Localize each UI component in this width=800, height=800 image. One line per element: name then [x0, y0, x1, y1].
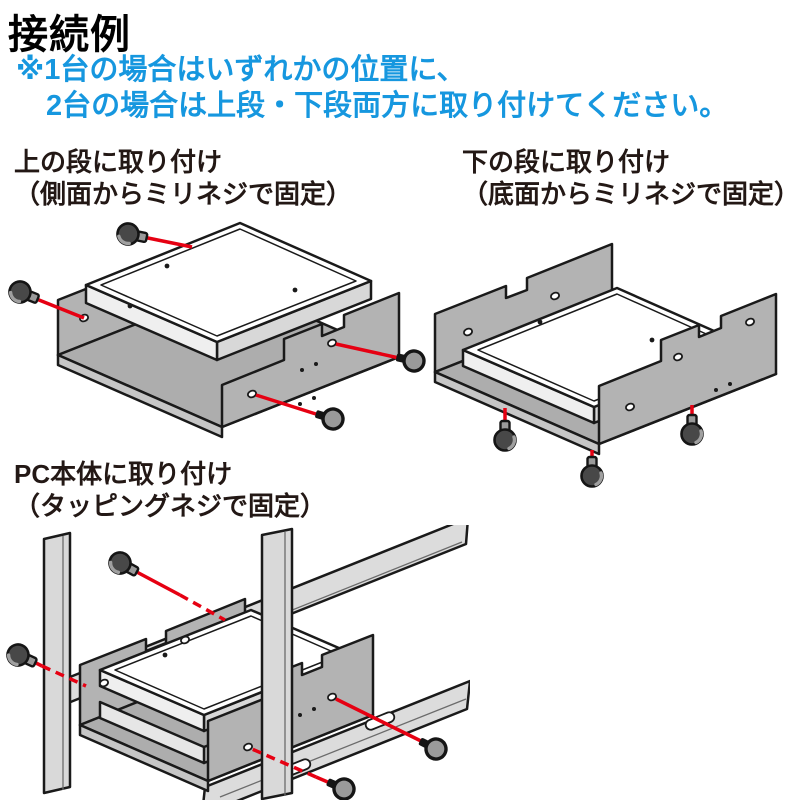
hdd-screw-hole [164, 263, 170, 269]
hdd-top [84, 221, 373, 344]
section-label-lower-mount: 下の段に取り付け （底面からミリネジで固定） [462, 146, 800, 210]
mount-hole [327, 338, 337, 348]
screw-icon [2, 639, 42, 675]
wall-dimple [314, 362, 318, 366]
screw-icon [311, 402, 348, 434]
screw-icon [413, 730, 452, 765]
mount-hole [180, 635, 190, 645]
screw-line [132, 568, 181, 597]
bracket-with-hdd-upper [56, 221, 401, 439]
case-post-right [260, 527, 294, 800]
screw-line-dashed [251, 747, 317, 779]
page-title: 接続例 [8, 13, 131, 57]
mount-hole [463, 327, 473, 337]
wall-dimple [312, 707, 316, 711]
wall-dimple [298, 713, 302, 717]
mount-hole [673, 352, 683, 362]
section-label-upper-line1: 上の段に取り付け [14, 147, 223, 177]
section-label-lower-line2: （底面からミリネジで固定） [462, 179, 800, 209]
bracket-front-edge [56, 353, 224, 439]
bracket-near-wall [597, 292, 778, 446]
hdd-screw-hole [127, 303, 133, 309]
hdd [84, 221, 373, 362]
lower-mount-illustration [433, 242, 778, 489]
pc-case-front-posts [42, 527, 294, 800]
screw-icon [321, 770, 359, 800]
wall-dimple [300, 368, 304, 372]
screw-line-dashed [179, 593, 226, 622]
mount-hole [625, 402, 635, 412]
hdd-screw-hole [162, 652, 168, 658]
pc-mount-illustration [2, 525, 470, 800]
bracket-near-wall [220, 291, 401, 429]
mount-hole [243, 742, 253, 752]
case-post-left [42, 531, 72, 795]
wall-dimple [714, 388, 718, 392]
hdd-screw-hole [537, 319, 543, 325]
bracket-far-wall [433, 242, 614, 374]
mount-hole [99, 678, 109, 688]
upper-mount-illustration [4, 219, 428, 439]
section-label-pc-line1: PC本体に取り付け [14, 459, 233, 489]
screw-line-dashed [41, 664, 87, 688]
screw-icon [492, 419, 518, 453]
screw-line [335, 697, 424, 744]
tapping-screws [2, 547, 452, 800]
wall-dimple [298, 402, 302, 406]
wall-dimple [728, 382, 732, 386]
screw-icon [113, 219, 151, 250]
bottom-screws [492, 405, 705, 489]
mount-hole [327, 692, 337, 702]
section-label-pc-line2: （タッピングネジで固定） [14, 491, 327, 521]
screw-line [335, 342, 400, 360]
wall-dimple [312, 396, 316, 400]
hdd-screw-hole [649, 337, 655, 343]
mount-hole [745, 317, 755, 327]
screw-line [33, 296, 85, 320]
screw-icon [4, 276, 44, 311]
hdd-front-side [98, 700, 206, 765]
screw-line [142, 235, 193, 249]
bracket-front-edge [433, 370, 601, 456]
side-screws [4, 219, 428, 434]
screw-icon [679, 413, 705, 447]
note-line-2: 2台の場合は上段・下段両方に取り付けてください。 [46, 90, 729, 122]
hdd-screw-hole [292, 287, 298, 293]
screw-icon [104, 547, 144, 583]
screw-icon [579, 455, 605, 489]
section-label-pc-mount: PC本体に取り付け （タッピングネジで固定） [14, 458, 326, 522]
section-label-upper-mount: 上の段に取り付け （側面からミリネジで固定） [14, 146, 352, 210]
screw-line [255, 393, 320, 417]
note-line-1: ※1台の場合はいずれかの位置に、 [16, 54, 466, 86]
mount-hole [550, 291, 560, 301]
bracket-front-edge [78, 723, 210, 793]
section-label-lower-line1: 下の段に取り付け [462, 147, 671, 177]
hdd-lid-seam [100, 228, 357, 337]
bracket-with-hdd-lower [433, 242, 778, 456]
section-label-upper-line2: （側面からミリネジで固定） [14, 179, 353, 209]
mount-hole [247, 389, 257, 399]
note-block: ※1台の場合はいずれかの位置に、 2台の場合は上段・下段両方に取り付けてください… [16, 52, 728, 124]
